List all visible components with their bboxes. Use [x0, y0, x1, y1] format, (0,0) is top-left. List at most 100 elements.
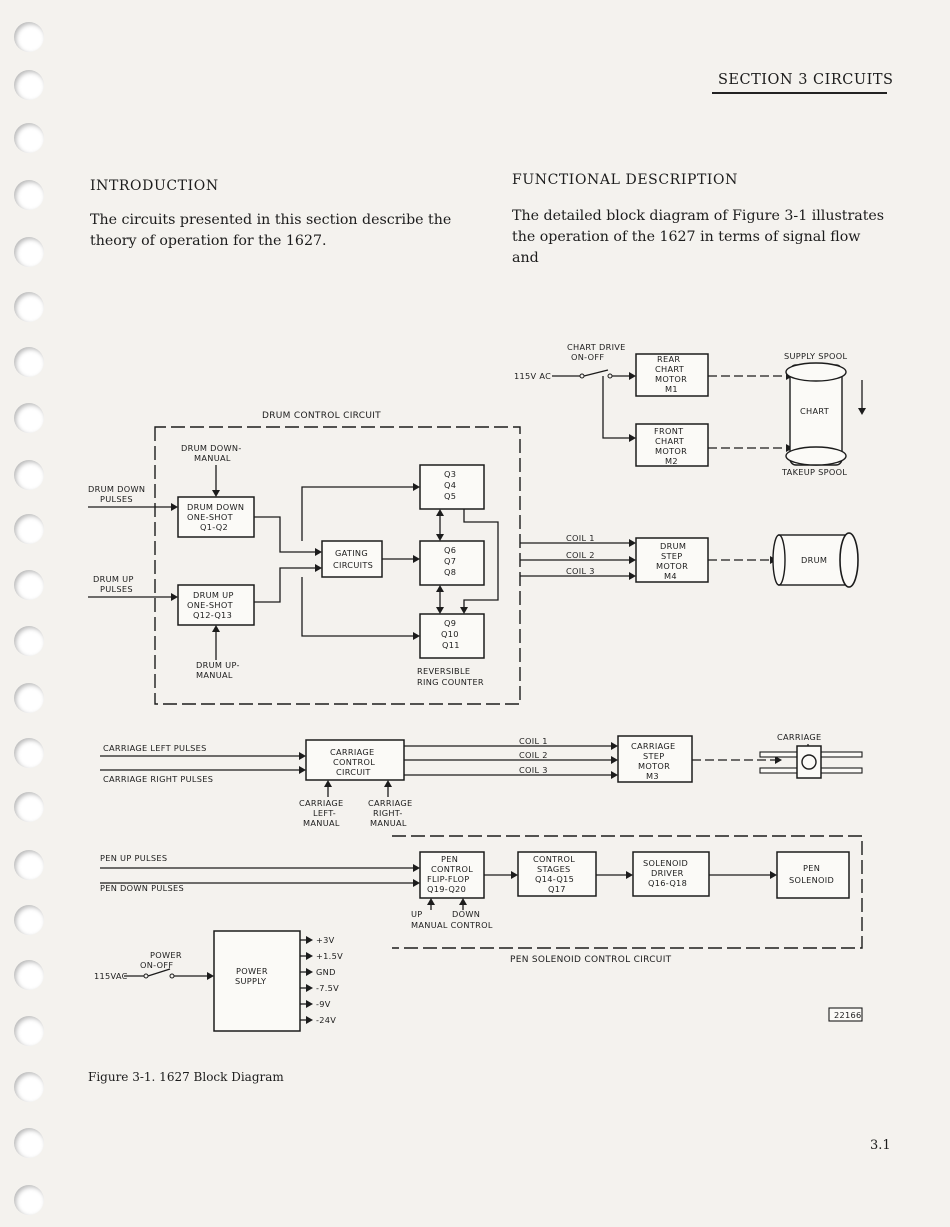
power-out-2: GND [316, 967, 336, 977]
drum-down-manual-label-1: DRUM DOWN- [181, 443, 242, 453]
supply-2: SUPPLY [235, 976, 267, 986]
supply-spool-label: SUPPLY SPOOL [784, 351, 847, 361]
drum-down-manual-label-2: MANUAL [194, 453, 231, 463]
drum-up-manual-label-1: DRUM UP- [196, 660, 240, 670]
pen-ff-4: Q19-Q20 [427, 884, 466, 894]
carriage-step-motor-box [617, 735, 693, 783]
pen-solenoid-control: PEN UP PULSES PEN DOWN PULSES PEN CONTRO… [100, 835, 863, 965]
drum-up-pulses-label-2: PULSES [100, 584, 133, 594]
chart-drive: CHART DRIVE ON-OFF 115V AC REAR CHART MO… [514, 342, 866, 477]
power-switch-1: POWER [150, 950, 182, 960]
stages-4: Q17 [548, 884, 566, 894]
drum-motor-4: M4 [664, 571, 677, 581]
drum-up-oneshot-2: ONE-SHOT [187, 600, 234, 610]
pen-solenoid-1: PEN [803, 863, 820, 873]
pen-solenoid-box [776, 851, 850, 899]
q3: Q3 [444, 469, 456, 479]
power-out-3: -7.5V [316, 983, 339, 993]
drum-up-oneshot-3: Q12-Q13 [193, 610, 232, 620]
carriage-coil-2: COIL 2 [519, 750, 548, 760]
carriage-motor-4: M3 [646, 771, 659, 781]
driver-1: SOLENOID [643, 858, 688, 868]
pen-solenoid-2: SOLENOID [789, 875, 834, 885]
rear-motor-3: MOTOR [655, 374, 687, 384]
drum-down-oneshot-1: DRUM DOWN [187, 502, 244, 512]
functional-body: The detailed block diagram of Figure 3-1… [512, 208, 885, 266]
drum-down-oneshot-3: Q1-Q2 [200, 522, 228, 532]
left-manual-2: LEFT- [313, 808, 336, 818]
pen-manual-label: MANUAL CONTROL [411, 920, 493, 930]
drum-coil-2: COIL 2 [566, 550, 595, 560]
carriage-control-1: CARRIAGE [330, 747, 375, 757]
rear-motor-1: REAR [657, 354, 680, 364]
power-out-4: -9V [316, 999, 331, 1009]
stages-2: STAGES [537, 864, 571, 874]
supply-1: POWER [236, 966, 268, 976]
carriage-control-2: CONTROL [333, 757, 375, 767]
front-motor-1: FRONT [654, 426, 684, 436]
drum-up-oneshot-box [177, 584, 255, 626]
pen-up-pulses: PEN UP PULSES [100, 853, 167, 863]
drum-control-circuit: DRUM CONTROL CIRCUIT DRUM DOWN- MANUAL D… [88, 411, 521, 705]
pen-ff-1: PEN [441, 854, 458, 864]
carriage-motor-1: CARRIAGE [631, 741, 676, 751]
q6-q8-box [419, 540, 485, 586]
drum-motor-3: MOTOR [656, 561, 688, 571]
drum-control-title: DRUM CONTROL CIRCUIT [262, 411, 381, 421]
drum-motor: COIL 1 COIL 2 COIL 3 DRUM STEP MOTOR M4 … [520, 532, 859, 588]
chart-ac-label: 115V AC [514, 371, 551, 381]
section-rule [712, 92, 887, 94]
front-chart-motor-box [635, 423, 709, 467]
pen-manual-up: UP [411, 909, 423, 919]
chart-label: CHART [800, 406, 830, 416]
right-manual-1: CARRIAGE [368, 798, 413, 808]
carriage-right-pulses: CARRIAGE RIGHT PULSES [103, 774, 213, 784]
carriage-control-3: CIRCUIT [336, 767, 371, 777]
right-manual-2: RIGHT- [373, 808, 403, 818]
carriage-control: CARRIAGE LEFT PULSES CARRIAGE RIGHT PULS… [100, 732, 863, 828]
q11: Q11 [442, 640, 460, 650]
pen-manual-down: DOWN [452, 909, 480, 919]
rear-chart-motor-box [635, 353, 709, 397]
q7: Q7 [444, 556, 456, 566]
q6: Q6 [444, 545, 456, 555]
drum-down-pulses-label-2: PULSES [100, 494, 133, 504]
carriage-left-pulses: CARRIAGE LEFT PULSES [103, 743, 207, 753]
functional-heading: FUNCTIONAL DESCRIPTION [512, 172, 738, 188]
driver-2: DRIVER [651, 868, 684, 878]
drum-step-motor-box [635, 537, 709, 583]
left-manual-3: MANUAL [303, 818, 340, 828]
q9: Q9 [444, 618, 456, 628]
stages-1: CONTROL [533, 854, 575, 864]
power-outputs: +3V +1.5V GND -7.5V -9V -24V [300, 935, 343, 1025]
carriage-motor-2: STEP [643, 751, 665, 761]
takeup-spool-label: TAKEUP SPOOL [781, 467, 847, 477]
carriage-coil-1: COIL 1 [519, 736, 548, 746]
drum-up-manual-label-2: MANUAL [196, 670, 233, 680]
drum-motor-2: STEP [661, 551, 683, 561]
section-header: SECTION 3 CIRCUITS [718, 72, 894, 88]
left-manual-1: CARRIAGE [299, 798, 344, 808]
drum-coil-1: COIL 1 [566, 533, 595, 543]
intro-body: The circuits presented in this section d… [90, 212, 452, 249]
power-out-5: -24V [316, 1015, 336, 1025]
rear-motor-2: CHART [655, 364, 685, 374]
pen-ff-3: FLIP-FLOP [427, 874, 469, 884]
drum-up-pulses-label-1: DRUM UP [93, 574, 134, 584]
power-supply-box [213, 930, 301, 1032]
gating-2: CIRCUITS [333, 560, 373, 570]
stages-3: Q14-Q15 [535, 874, 574, 884]
intro-heading: INTRODUCTION [90, 178, 219, 194]
ring-counter-2: RING COUNTER [417, 677, 484, 687]
drum-coil-3: COIL 3 [566, 566, 595, 576]
drum-down-pulses-label-1: DRUM DOWN [88, 484, 145, 494]
rear-motor-4: M1 [665, 384, 678, 394]
q9-q11-box [419, 613, 485, 659]
chart-drive-label-1: CHART DRIVE [567, 342, 626, 352]
power-out-1: +1.5V [316, 951, 343, 961]
power-ac-label: 115VAC [94, 971, 128, 981]
figure-caption: Figure 3-1. 1627 Block Diagram [88, 1070, 284, 1084]
power-out-0: +3V [316, 935, 335, 945]
chart-drive-label-2: ON-OFF [571, 352, 604, 362]
